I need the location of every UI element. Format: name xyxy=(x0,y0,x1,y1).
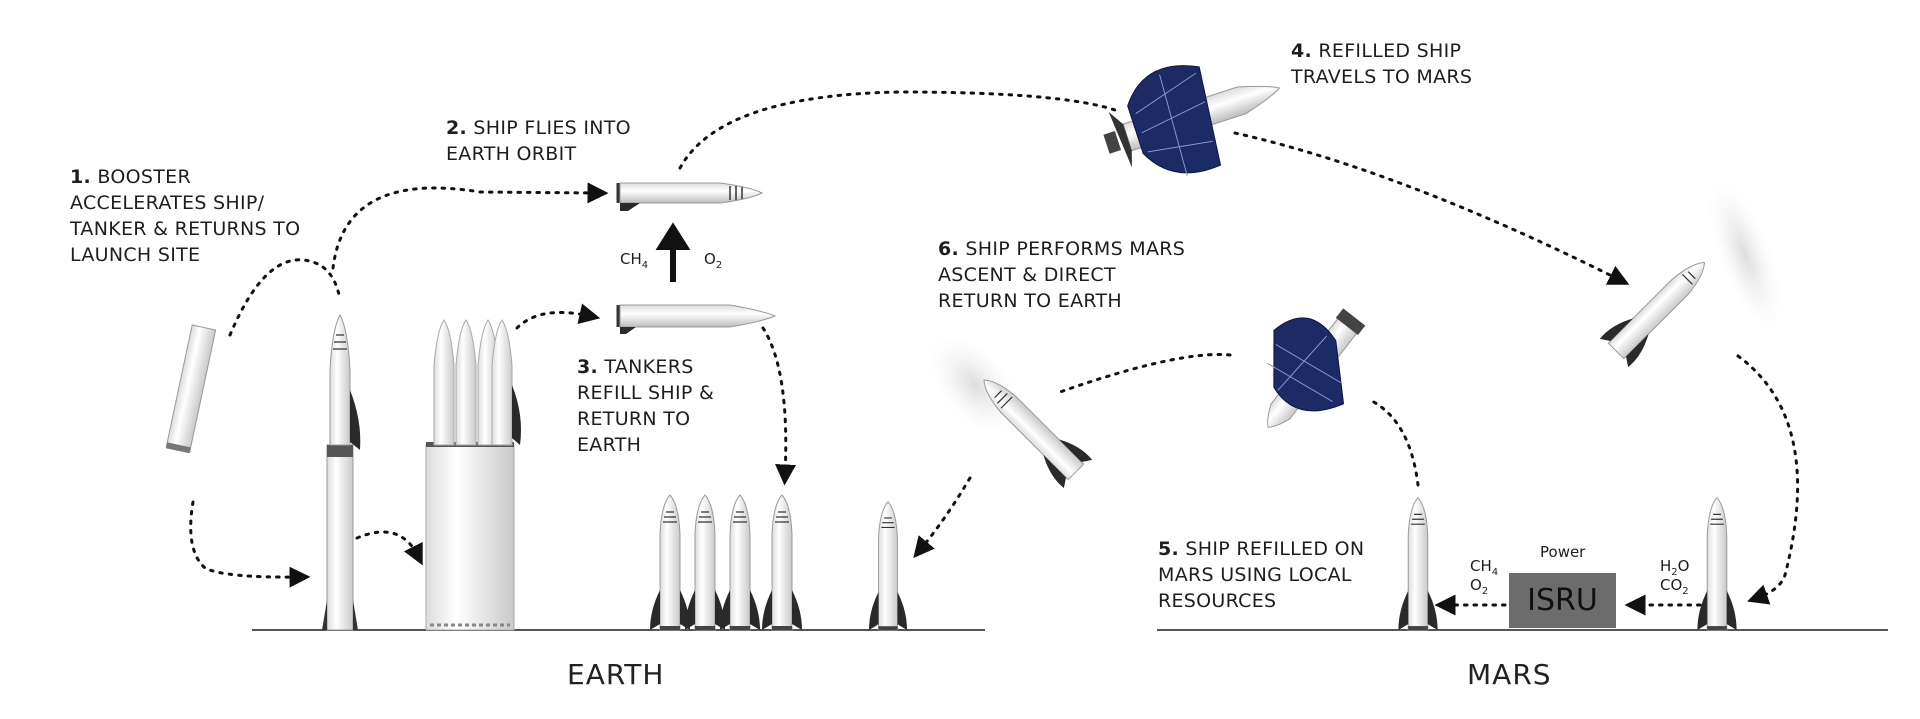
step-5-label: 5. SHIP REFILLED ON MARS USING LOCAL RES… xyxy=(1158,538,1365,612)
h2o-label: H2O xyxy=(1660,557,1690,578)
earth-label: EARTH xyxy=(567,658,665,691)
traj-booster-land xyxy=(189,500,311,588)
ship-on-mars-refilled xyxy=(1397,497,1439,631)
mars-label: MARS xyxy=(1467,658,1552,691)
ch4-label-mars: CH4 xyxy=(1470,557,1499,578)
traj-mars-ascent xyxy=(1368,398,1420,487)
ship-mars-entry xyxy=(1599,261,1706,368)
booster-with-tankers xyxy=(425,319,521,631)
step-2-label: 2. SHIP FLIES INTO EARTH ORBIT xyxy=(446,117,631,165)
ch4-label-orbit: CH4 xyxy=(620,250,649,271)
ship-in-orbit xyxy=(616,181,764,213)
step-6-label: 6. SHIP PERFORMS MARS ASCENT & DIRECT RE… xyxy=(938,238,1186,312)
ship-returned-earth xyxy=(868,501,908,631)
tanker-landed xyxy=(761,494,803,631)
o2-label-mars: O2 xyxy=(1470,576,1489,597)
smoke-trail xyxy=(1701,165,1789,345)
traj-tanker-return xyxy=(761,326,796,486)
traj-to-mars xyxy=(1233,131,1630,285)
traj-mars-return xyxy=(1058,353,1232,394)
traj-tanker-launch xyxy=(515,303,601,330)
step-4-label: 4. REFILLED SHIP TRAVELS TO MARS xyxy=(1291,40,1473,88)
traj-earth-return xyxy=(913,476,972,559)
ship-return-to-earth xyxy=(983,379,1093,489)
smoke-trail xyxy=(920,325,1030,445)
traj-booster-to-pad xyxy=(355,530,423,566)
power-label: Power xyxy=(1540,543,1586,561)
traj-mars-land xyxy=(1736,354,1800,605)
launch-vehicle xyxy=(322,313,361,631)
o2-label-orbit: O2 xyxy=(704,250,723,271)
tanker-landed xyxy=(649,494,691,631)
traj-orbit-depart xyxy=(678,90,1117,170)
co2-label: CO2 xyxy=(1660,576,1689,597)
tanker-landed xyxy=(684,494,726,631)
ship-mars-ascent xyxy=(1267,308,1366,428)
traj-booster-return xyxy=(228,258,342,337)
booster-returning xyxy=(165,324,217,454)
ship-transit-to-mars xyxy=(1103,65,1281,176)
step-1-label: 1. BOOSTER ACCELERATES SHIP/ TANKER & RE… xyxy=(70,166,301,266)
tanker-landed xyxy=(719,494,761,631)
step-3-label: 3. TANKERS REFILL SHIP & RETURN TO EARTH xyxy=(577,356,715,456)
tanker-in-orbit xyxy=(616,304,777,334)
isru-box: ISRU xyxy=(1509,573,1616,628)
traj-to-orbit xyxy=(331,182,609,270)
ship-on-mars-arrived xyxy=(1696,497,1738,631)
